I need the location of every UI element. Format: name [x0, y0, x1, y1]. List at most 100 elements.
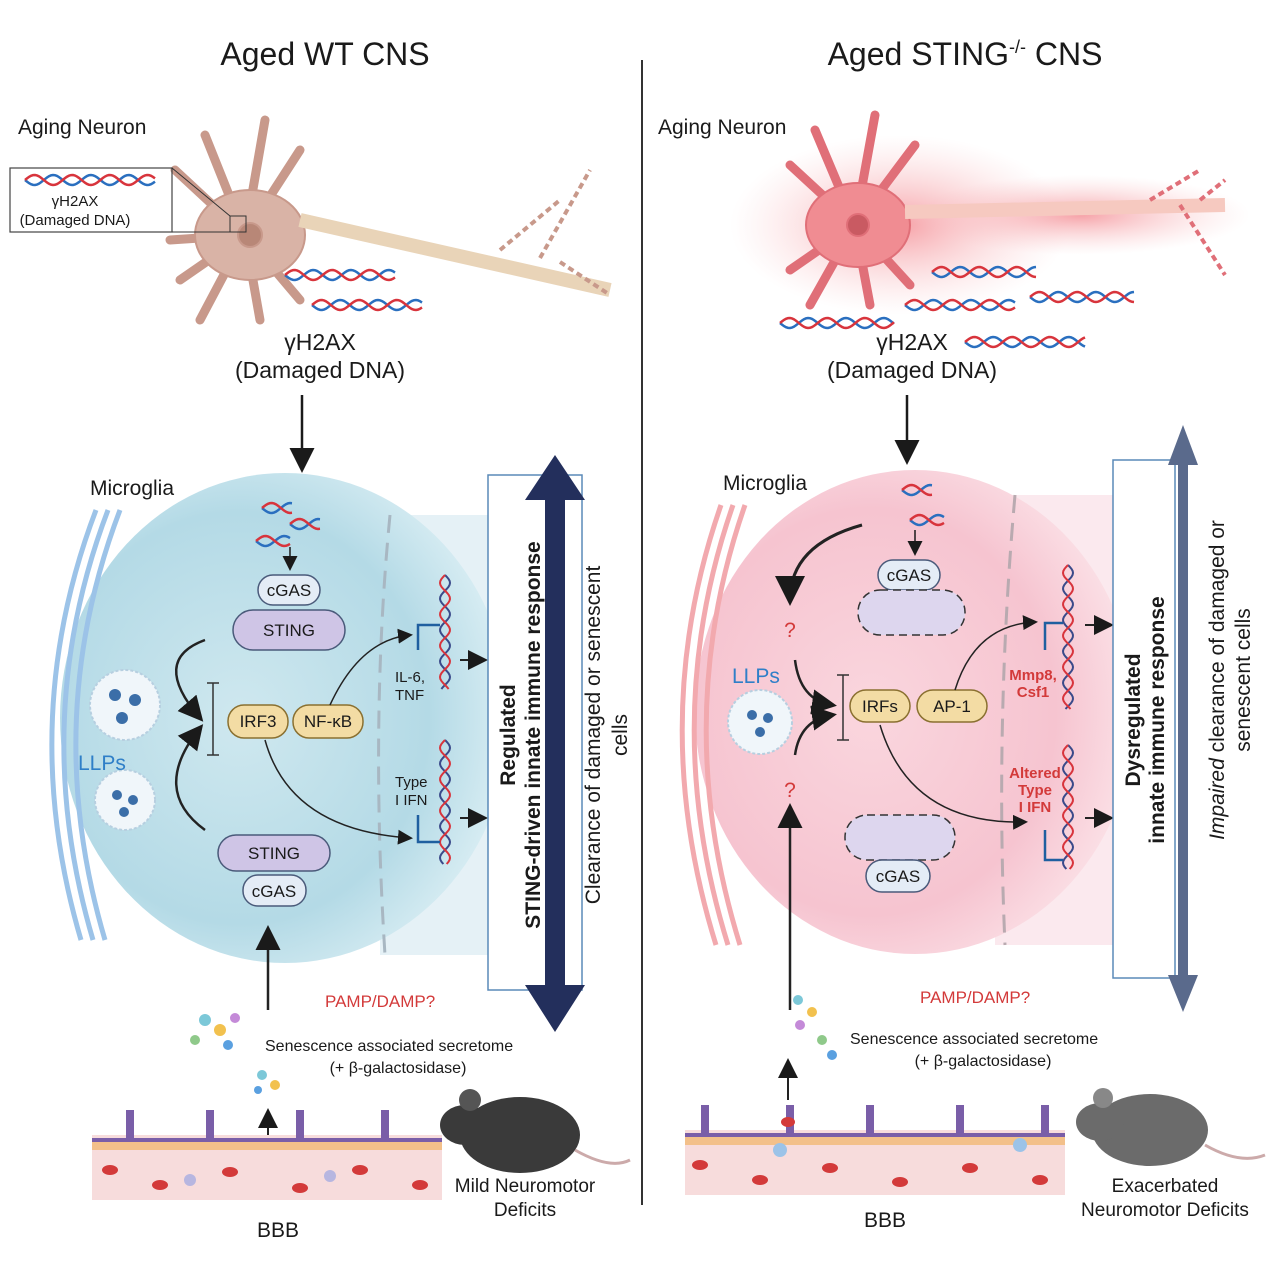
mouse-icon: [1076, 1088, 1266, 1166]
secretome-label-2: (+ β-galactosidase): [915, 1053, 1052, 1070]
gene-helix-icon: [1061, 564, 1075, 710]
ifn-label: I IFN: [1019, 799, 1052, 816]
cgas-top-label: cGAS: [267, 581, 311, 600]
il6-label: IL-6,: [395, 669, 425, 686]
dna-helix-icon: [901, 483, 933, 497]
cgas-bottom: [242, 874, 307, 907]
pamp-label: PAMP/DAMP?: [920, 988, 1030, 1007]
dna-helix-icon: [289, 517, 321, 531]
cgas-bottom-label: cGAS: [252, 882, 296, 901]
ifn-label: I IFN: [395, 792, 428, 809]
left-aging-neuron-label: Aging Neuron: [18, 116, 146, 139]
question-mark-2: ?: [784, 779, 796, 802]
tnf-label: TNF: [395, 687, 424, 704]
secretome-icon: [190, 1013, 280, 1094]
cgas-top-label: cGAS: [887, 566, 931, 585]
double-arrow-icon: [525, 455, 585, 1032]
sting-bottom: [217, 834, 331, 872]
pamp-label: PAMP/DAMP?: [325, 992, 435, 1011]
nuclear-membrane: [377, 514, 392, 956]
left-bbb-label: BBB: [257, 1219, 299, 1242]
response-label-2: STING-driven innate immune response: [522, 541, 545, 928]
sting-top: [232, 609, 346, 651]
clearance-label-2: cells: [609, 714, 632, 756]
secretome-icon: [793, 995, 837, 1060]
dna-helix-icon: [779, 316, 895, 330]
nfkb-label: NF-κB: [304, 712, 352, 731]
neuron-icon: [785, 110, 1227, 310]
inset-source-box: [229, 215, 247, 233]
clearance-label-1: Clearance of damaged or senescent: [582, 566, 605, 905]
deficit-label-2: Neuromotor Deficits: [1081, 1200, 1249, 1221]
dna-helix-icon: [255, 534, 291, 548]
question-mark-1: ?: [784, 619, 796, 642]
llp-vesicle-icon: [727, 689, 793, 755]
dna-helix-icon: [284, 268, 396, 282]
dna-helix-icon: [931, 265, 1037, 279]
left-dna-label-1: γH2AX: [284, 329, 356, 355]
inset-box: [9, 167, 173, 233]
left-llps-label: LLPs: [78, 752, 126, 775]
type-label: Type: [1018, 782, 1052, 799]
secretome-label-2: (+ β-galactosidase): [330, 1060, 467, 1077]
inset-label-2: (Damaged DNA): [20, 212, 131, 229]
nfkb: [292, 704, 364, 739]
response-label-1: Dysregulated: [1122, 653, 1145, 786]
response-box: [1112, 459, 1176, 979]
dna-helix-icon: [909, 513, 945, 527]
right-aging-neuron-label: Aging Neuron: [658, 116, 786, 139]
mmp8-label: Mmp8,: [1009, 667, 1057, 684]
secretome-label-1: Senescence associated secretome: [850, 1031, 1098, 1048]
dna-helix-icon: [964, 335, 1086, 349]
csf1-label: Csf1: [1017, 684, 1050, 701]
ap1: [916, 689, 988, 723]
left-title: Aged WT CNS: [220, 36, 429, 72]
right-llps-label: LLPs: [732, 665, 780, 688]
right-bbb-label: BBB: [864, 1209, 906, 1232]
clearance-label-2: senescent cells: [1232, 608, 1255, 752]
dna-helix-icon: [261, 501, 293, 515]
absent-sting-top: [857, 589, 966, 636]
secretome-label-1: Senescence associated secretome: [265, 1038, 513, 1055]
altered-label: Altered: [1009, 765, 1061, 782]
cgas-bottom: [865, 859, 931, 893]
irf3: [227, 704, 289, 739]
inset-label-1: γH2AX: [52, 193, 99, 210]
absent-sting-bottom: [844, 814, 956, 861]
deficit-label-2: Deficits: [494, 1200, 556, 1221]
ap1-label: AP-1: [933, 697, 971, 716]
response-label-2: innate immune response: [1146, 596, 1169, 843]
cgas-top: [257, 574, 321, 606]
bbb-icon: [92, 1110, 442, 1200]
gene-helix-icon: [438, 739, 452, 865]
right-microglia-label: Microglia: [723, 472, 807, 495]
clearance-label-1: Impaired clearance of damaged or: [1206, 520, 1229, 840]
dna-helix-icon: [24, 173, 156, 187]
sting-bottom-label: STING: [248, 844, 300, 863]
type-label: Type: [395, 774, 428, 791]
gene-helix-icon: [1061, 744, 1075, 870]
left-dna-label-2: (Damaged DNA): [235, 357, 405, 383]
right-panel: Aged STING-/- CNS Aging Neuron γH2AX (Da…: [658, 36, 1266, 1232]
mouse-icon: [440, 1089, 631, 1173]
llp-vesicle-icon: [89, 669, 161, 831]
bbb-arc-icon: [679, 504, 748, 946]
dna-helix-icon: [1029, 290, 1135, 304]
deficit-label-1: Mild Neuromotor: [455, 1176, 596, 1197]
irfs: [849, 689, 911, 723]
right-dna-label-2: (Damaged DNA): [827, 357, 997, 383]
left-panel: Aged WT CNS Aging Neuron γH2AX (Damaged …: [9, 36, 632, 1242]
irfs-label: IRFs: [862, 697, 898, 716]
right-title: Aged STING-/- CNS: [828, 36, 1103, 72]
cgas-bottom-label: cGAS: [876, 867, 920, 886]
irf3-label: IRF3: [240, 712, 277, 731]
left-microglia-label: Microglia: [90, 477, 174, 500]
neuron-icon: [165, 115, 612, 325]
response-label-1: Regulated: [497, 684, 520, 786]
deficit-label-1: Exacerbated: [1112, 1176, 1219, 1197]
bbb-icon: [685, 1105, 1065, 1195]
bbb-arc-icon: [49, 509, 123, 941]
right-dna-label-1: γH2AX: [876, 329, 948, 355]
dna-helix-icon: [904, 298, 1016, 312]
